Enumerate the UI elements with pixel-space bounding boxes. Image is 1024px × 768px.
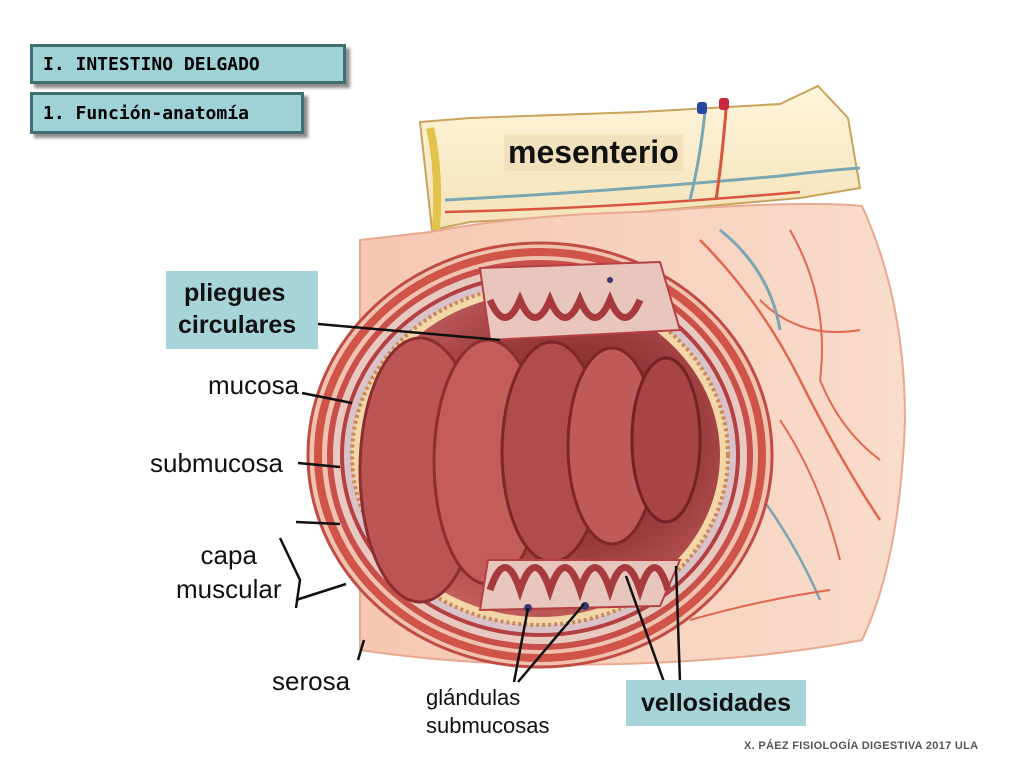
label-submucosa-text: submucosa: [150, 448, 283, 478]
section-title-text: I. INTESTINO DELGADO: [43, 53, 260, 75]
label-pliegues-line2: circulares: [178, 311, 297, 339]
label-submucosa: submucosa: [150, 448, 283, 479]
label-glandulas-line2: submucosas: [426, 713, 550, 738]
label-capa-line2: muscular: [176, 574, 282, 604]
label-pliegues-line1: pliegues: [184, 279, 286, 307]
section-title: I. INTESTINO DELGADO: [30, 44, 346, 84]
label-vellosidades-text: vellosidades: [640, 689, 792, 717]
label-mucosa: mucosa: [208, 370, 299, 401]
label-mesenterio-text: mesenterio: [508, 134, 679, 170]
footer-credit: X. PÁEZ FISIOLOGÍA DIGESTIVA 2017 ULA: [744, 740, 978, 752]
label-mesenterio: mesenterio: [504, 134, 683, 171]
footer-credit-text: X. PÁEZ FISIOLOGÍA DIGESTIVA 2017 ULA: [744, 740, 979, 752]
label-glandulas-submucosas: glándulas submucosas: [426, 684, 550, 740]
label-glandulas-line1: glándulas: [426, 685, 521, 710]
label-serosa: serosa: [272, 666, 350, 697]
label-capa-muscular: capa muscular: [176, 538, 281, 606]
label-vellosidades: vellosidades: [626, 680, 806, 726]
label-pliegues-circulares: pliegues circulares: [166, 271, 318, 349]
label-serosa-text: serosa: [272, 666, 351, 696]
subsection-title-text: 1. Función-anatomía: [43, 102, 249, 124]
label-capa-line1: capa: [200, 540, 257, 570]
cross-section: [306, 241, 774, 669]
leader-lines: [278, 322, 682, 683]
label-mucosa-text: mucosa: [208, 370, 300, 400]
subsection-title: 1. Función-anatomía: [30, 92, 304, 134]
